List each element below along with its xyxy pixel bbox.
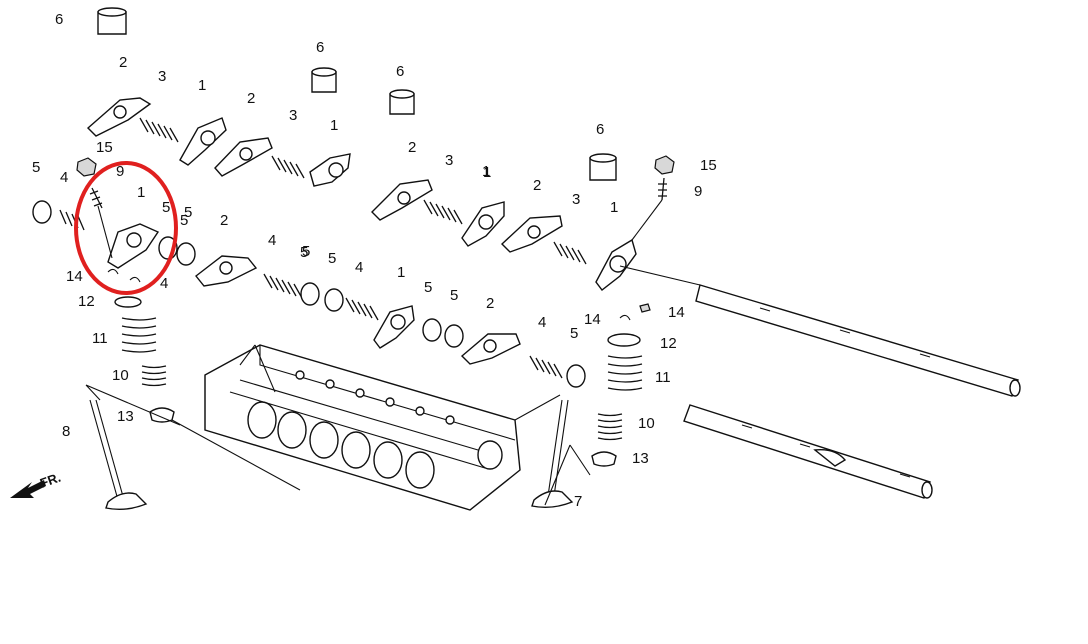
clips-14: [107, 268, 651, 321]
callout-5: 5: [162, 199, 170, 216]
front-marker-label: FR.: [38, 470, 63, 491]
callout-10: 10: [638, 415, 655, 432]
rocker-arm-2-b: [214, 137, 273, 177]
rocker-arm-2-e: [195, 255, 258, 287]
callout-1: 1: [482, 163, 490, 180]
callout-6: 6: [396, 63, 404, 80]
highlight-circle: [74, 161, 178, 295]
callout-15: 15: [700, 157, 717, 174]
valve-assembly-right: [531, 333, 643, 509]
callout-4: 4: [160, 275, 168, 292]
rocker-arm-2-c: [371, 179, 433, 221]
callout-5: 5: [328, 250, 336, 267]
rocker-arm-2-d: [500, 215, 563, 253]
rocker-arm-1-e: [373, 305, 415, 349]
callout-2: 2: [408, 139, 416, 156]
callout-3: 3: [445, 152, 453, 169]
callout-3: 3: [289, 107, 297, 124]
callout-9: 9: [116, 163, 124, 180]
callout-14: 14: [584, 311, 601, 328]
rocker-arm-1-d: [595, 238, 637, 291]
callout-2: 2: [247, 90, 255, 107]
callout-2: 2: [486, 295, 494, 312]
rocker-arm-1-b: [309, 153, 351, 187]
callout-5: 5: [424, 279, 432, 296]
callout-2: 2: [533, 177, 541, 194]
callout-4: 4: [60, 169, 68, 186]
callout-3: 3: [572, 191, 580, 208]
callout-5: 5: [180, 212, 188, 229]
rocker-arm-2-a: [86, 97, 152, 137]
rocker-shaft-lower: [683, 404, 933, 499]
callout-6: 6: [316, 39, 324, 56]
callout-4: 4: [268, 232, 276, 249]
callout-13: 13: [117, 408, 134, 425]
callout-3: 3: [158, 68, 166, 85]
callout-1: 1: [483, 164, 491, 181]
callout-10: 10: [112, 367, 129, 384]
rocker-arm-2-f: [460, 333, 521, 365]
callout-1: 1: [198, 77, 206, 94]
callout-2: 2: [220, 212, 228, 229]
callout-6: 6: [596, 121, 604, 138]
callout-4: 4: [355, 259, 363, 276]
callout-5: 5: [450, 287, 458, 304]
callout-13: 13: [632, 450, 649, 467]
callout-11: 11: [655, 369, 671, 386]
callout-1: 1: [610, 199, 618, 216]
rocker-arm-1-a: [179, 117, 227, 166]
callout-1: 1: [137, 184, 145, 201]
callout-5: 5: [570, 325, 578, 342]
callout-5: 5: [184, 204, 192, 221]
callout-14: 14: [66, 268, 83, 285]
callout-8: 8: [62, 423, 70, 440]
callout-2: 2: [119, 54, 127, 71]
rocker-shaft-upper: [695, 284, 1021, 397]
callout-4: 4: [538, 314, 546, 331]
callout-1: 1: [397, 264, 405, 281]
callout-12: 12: [660, 335, 677, 352]
callout-12: 12: [78, 293, 95, 310]
rocker-arm-1-highlighted: [107, 223, 160, 269]
adjust-screws-9: [89, 177, 667, 259]
bushings-6: [97, 7, 617, 181]
callout-1: 1: [330, 117, 338, 134]
callout-15: 15: [96, 139, 113, 156]
valve-assembly-left: [89, 296, 175, 511]
callout-5: 5: [302, 243, 310, 260]
spacer-collars-5: [32, 200, 586, 388]
guide-lines: [85, 265, 701, 506]
callout-14: 14: [668, 304, 685, 321]
callout-5: 5: [300, 244, 308, 261]
lock-nuts-15: [76, 155, 675, 177]
rocker-arm-1-c: [461, 201, 505, 247]
callout-11: 11: [92, 330, 108, 347]
callout-5: 5: [32, 159, 40, 176]
cylinder-head: [204, 344, 521, 511]
springs-3-4: [59, 117, 587, 379]
callout-7: 7: [574, 493, 582, 510]
front-arrow-icon: FR.: [10, 470, 63, 498]
callout-6: 6: [55, 11, 63, 28]
callout-9: 9: [694, 183, 702, 200]
